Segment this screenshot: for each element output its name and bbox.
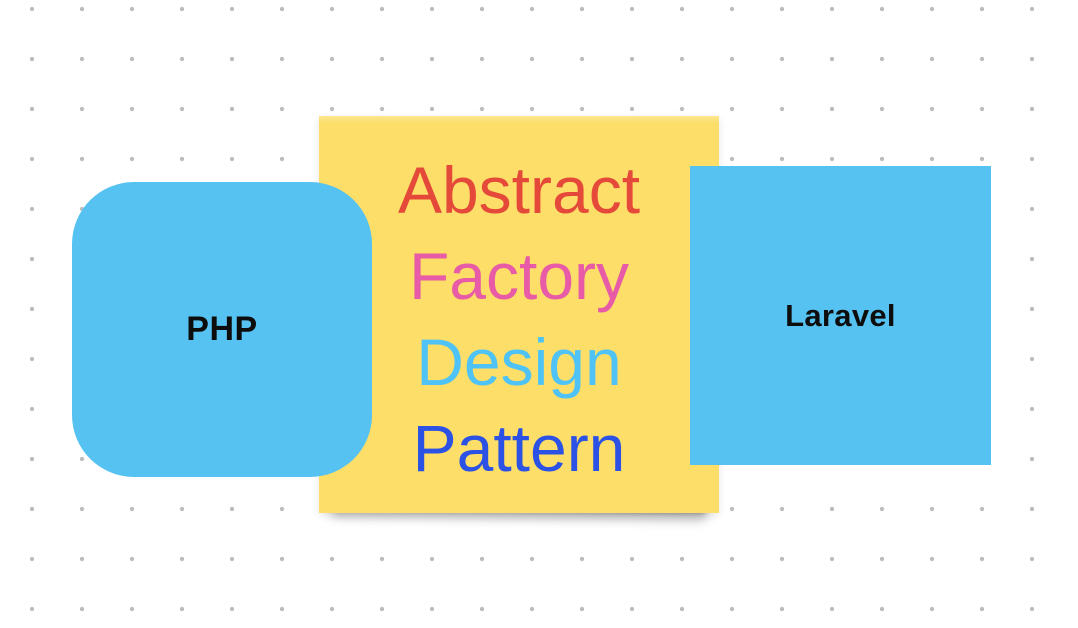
shape-php[interactable]: PHP: [72, 182, 372, 477]
sticky-text-line: Pattern: [412, 410, 626, 485]
shape-laravel-label: Laravel: [785, 297, 896, 333]
sticky-text-line: Abstract: [397, 152, 641, 227]
shape-php-label: PHP: [186, 310, 258, 348]
sticky-text-line: Factory: [408, 238, 630, 313]
shape-laravel[interactable]: Laravel: [690, 166, 991, 465]
sticky-text-line: Design: [416, 324, 622, 399]
